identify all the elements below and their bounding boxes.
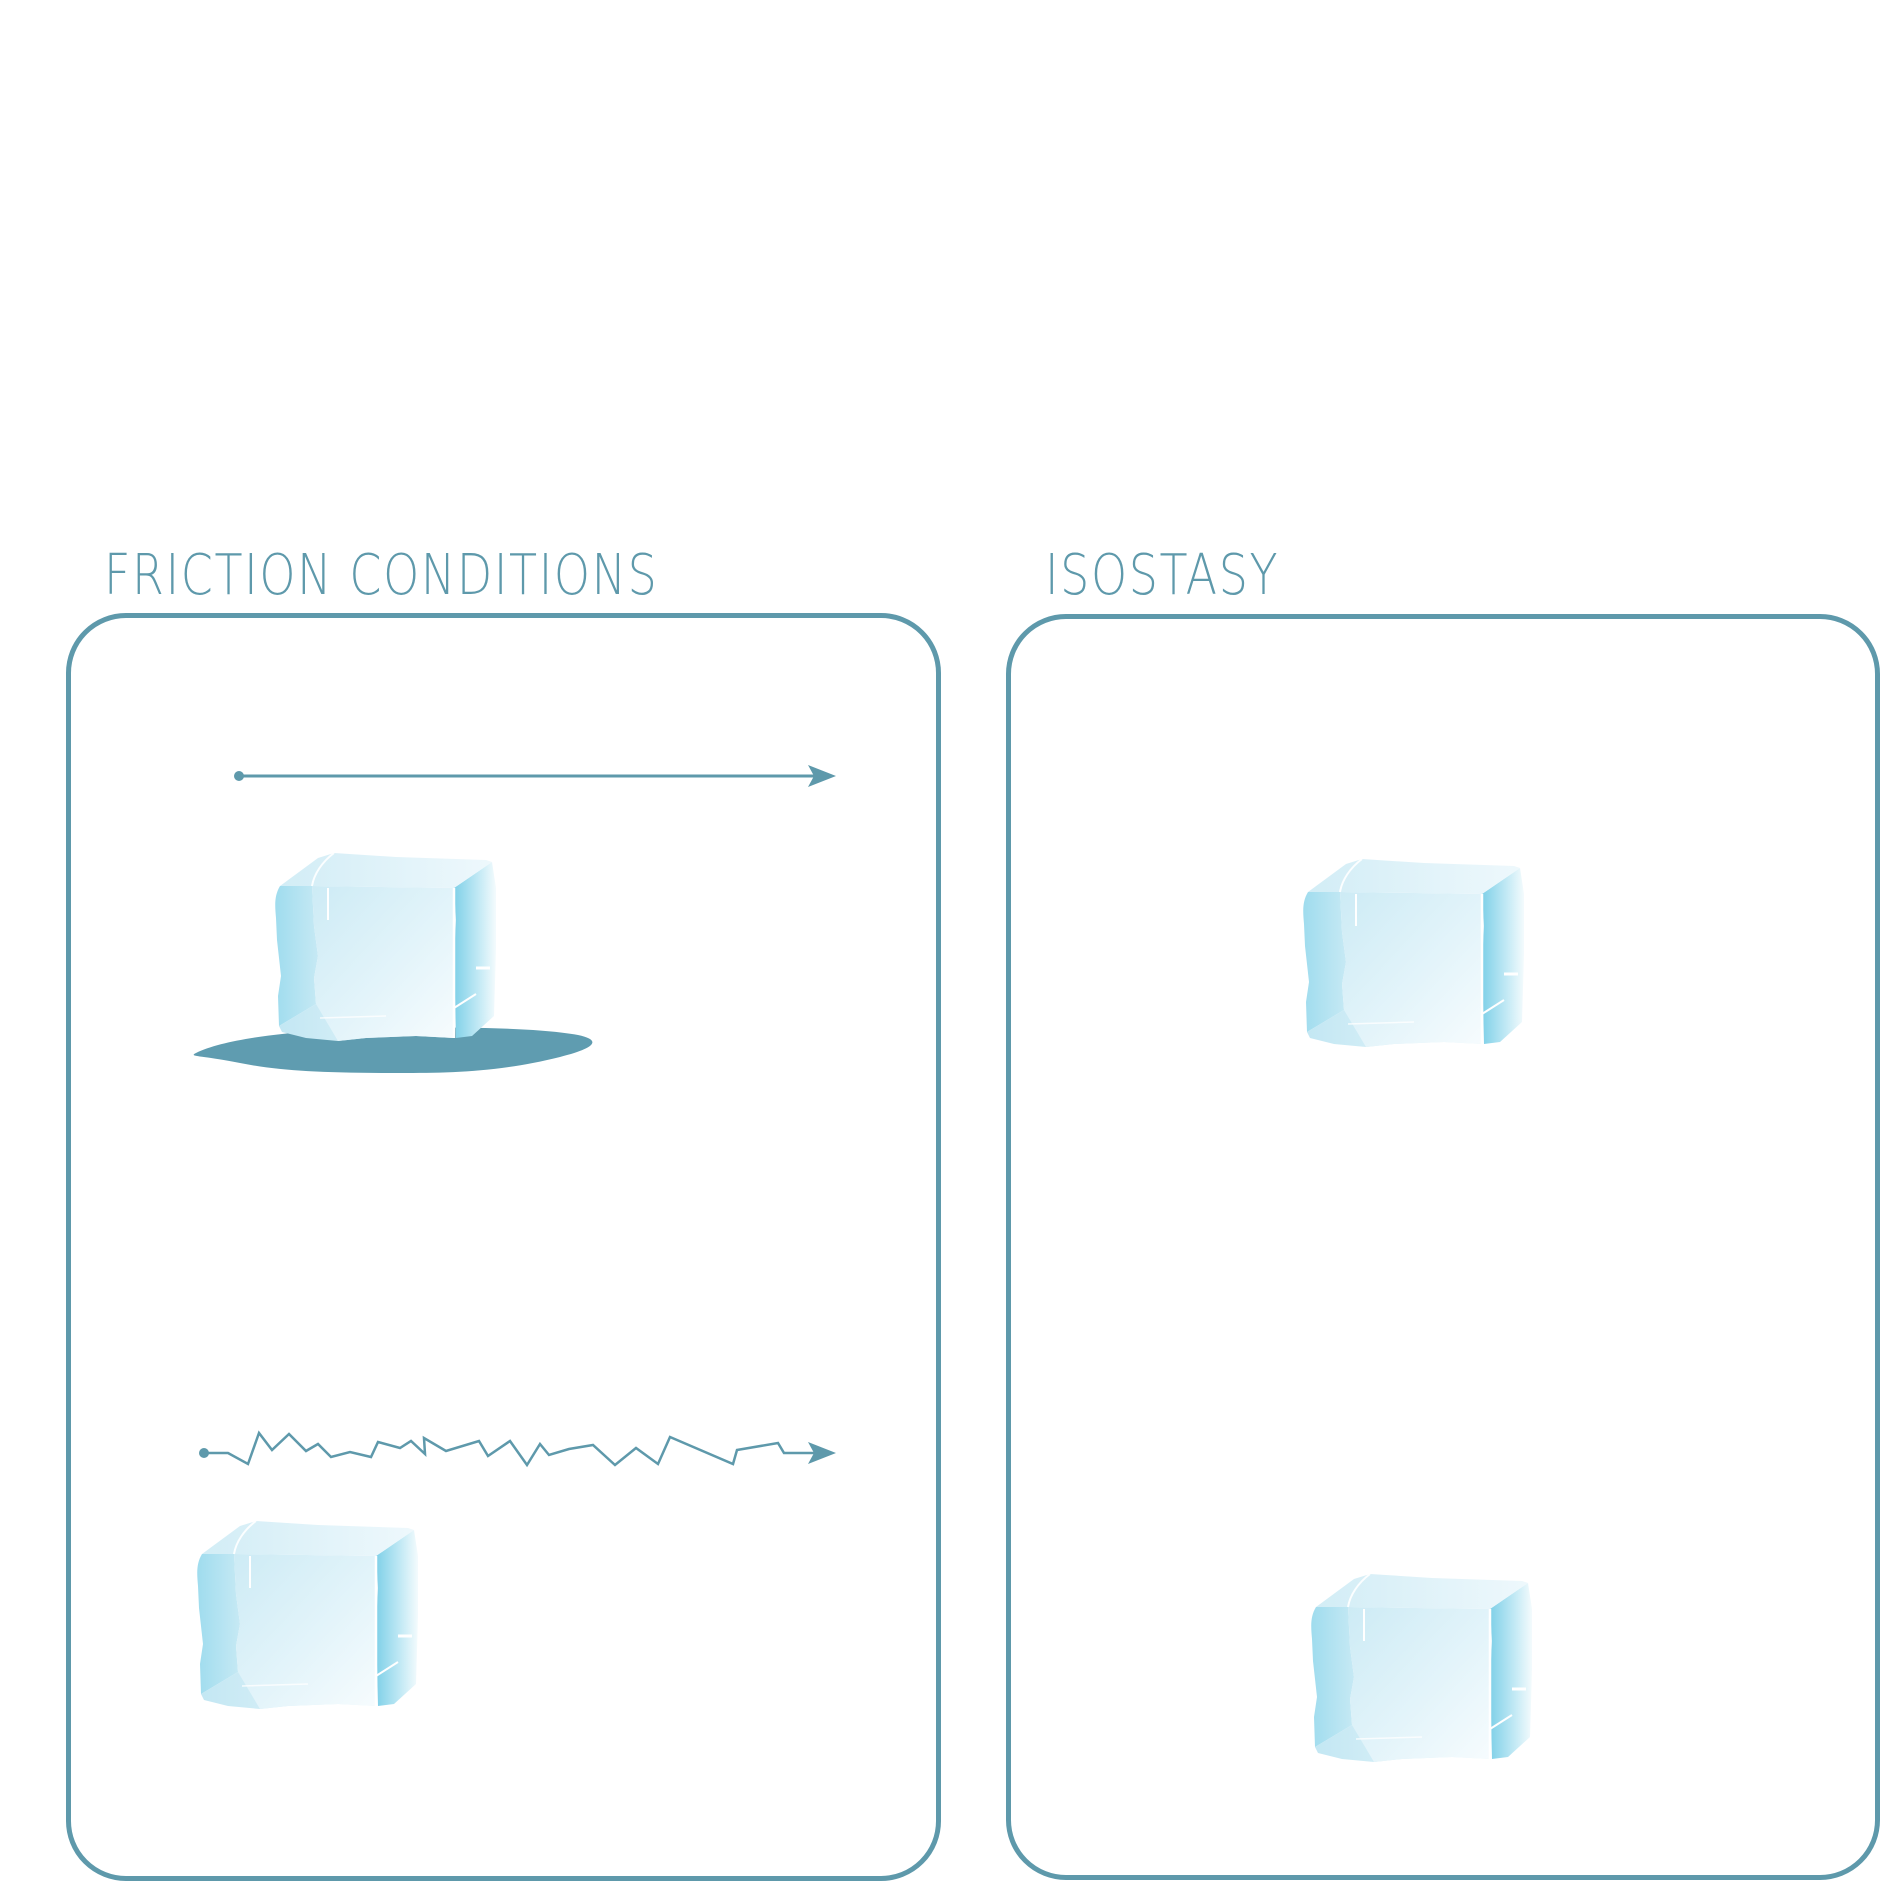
ice-cube-icon [273, 851, 498, 1043]
zigzag-arrow-icon [199, 1430, 836, 1468]
smooth-arrow-icon [234, 765, 836, 787]
ice-cube-icon [1301, 857, 1526, 1049]
puddle-shadow-icon [193, 1027, 593, 1073]
ice-cube-icon [195, 1519, 420, 1711]
friction-conditions-title: FRICTION CONDITIONS [104, 543, 659, 608]
ice-cube-icon [1309, 1572, 1534, 1764]
isostasy-title: ISOSTASY [1045, 543, 1280, 608]
